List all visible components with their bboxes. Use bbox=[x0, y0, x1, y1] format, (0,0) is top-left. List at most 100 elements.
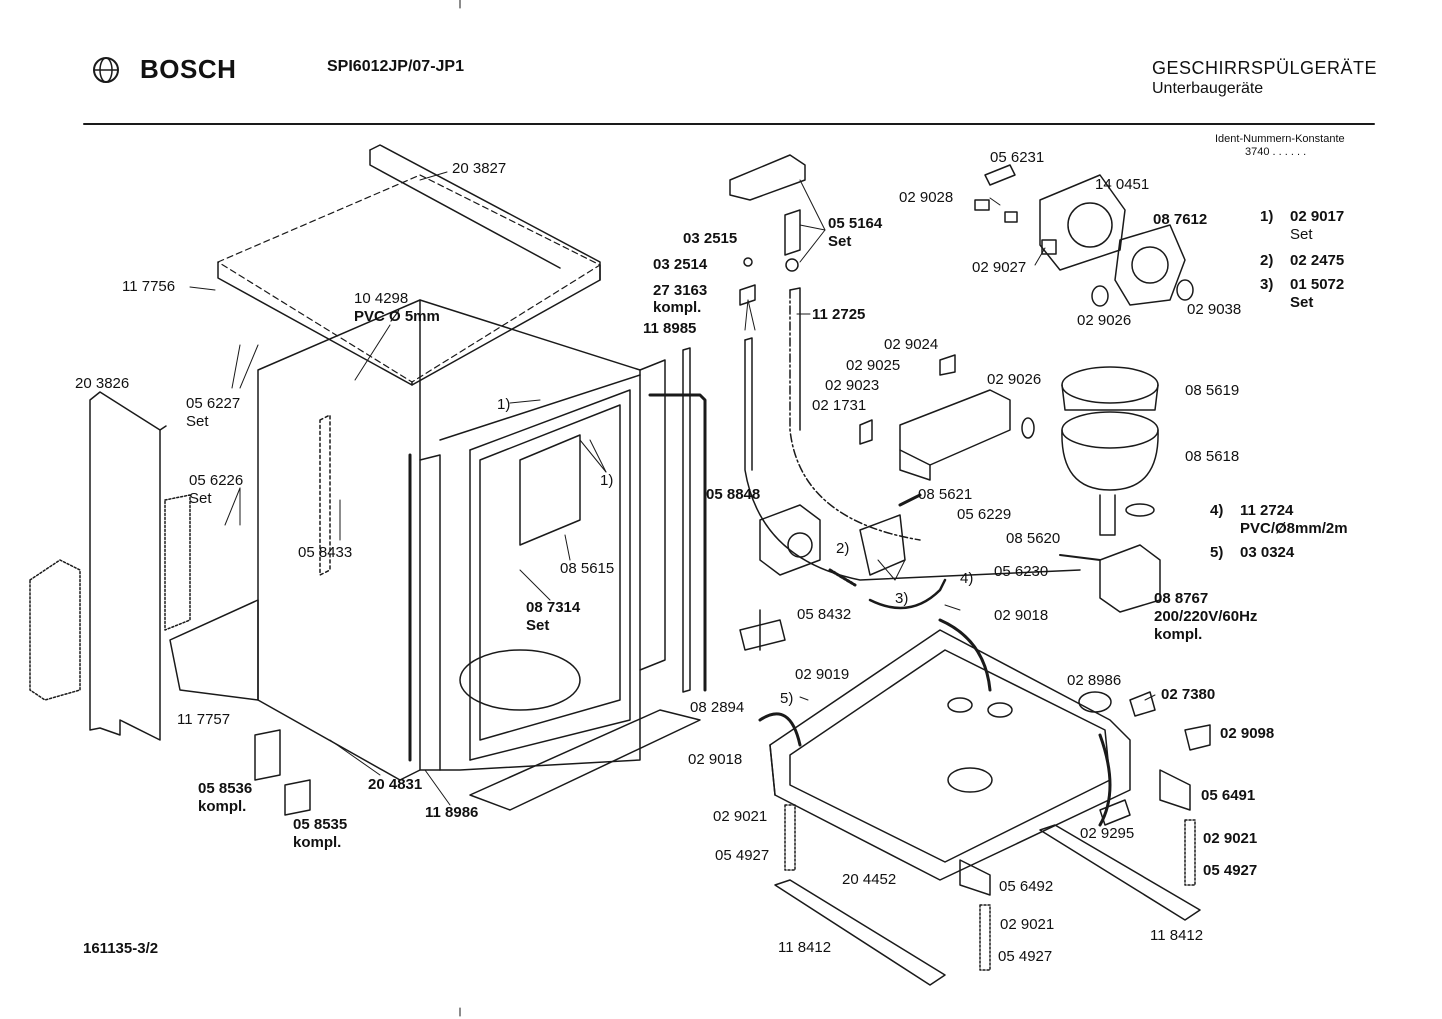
ident-value: 3740 . . . . . . bbox=[1245, 146, 1307, 158]
part-label: 05 6491 bbox=[1201, 787, 1256, 804]
note-extra: Set bbox=[1290, 226, 1313, 243]
part-label: Set bbox=[186, 413, 209, 430]
model-number: SPI6012JP/07-JP1 bbox=[327, 58, 464, 75]
part-label: 02 9026 bbox=[987, 371, 1042, 388]
part-label: 05 4927 bbox=[715, 847, 770, 864]
part-label: 11 8986 bbox=[425, 804, 479, 821]
part-label: 05 8535 bbox=[293, 816, 348, 833]
note-part: 02 2475 bbox=[1290, 252, 1345, 269]
part-label: 02 9098 bbox=[1220, 725, 1275, 742]
part-label: kompl. bbox=[293, 834, 342, 851]
part-label: 08 5615 bbox=[560, 560, 615, 577]
note-part: 01 5072 bbox=[1290, 276, 1345, 293]
heater-valve-unit bbox=[859, 354, 1035, 481]
part-label: 02 9019 bbox=[795, 666, 850, 683]
part-label: 200/220V/60Hz bbox=[1154, 608, 1258, 625]
left-side-panel bbox=[29, 391, 191, 741]
part-label: 05 8432 bbox=[797, 606, 852, 623]
part-label: Set bbox=[189, 490, 212, 507]
note-extra: PVC/Ø8mm/2m bbox=[1240, 520, 1348, 537]
part-label: 02 8986 bbox=[1067, 672, 1122, 689]
part-label: 11 7756 bbox=[122, 278, 176, 295]
tub-body bbox=[169, 299, 666, 781]
part-label: 05 6230 bbox=[994, 563, 1049, 580]
part-label: 08 5620 bbox=[1006, 530, 1061, 547]
part-label: 08 5621 bbox=[918, 486, 973, 503]
note-key: 2) bbox=[1260, 252, 1274, 269]
part-label: 05 8536 bbox=[198, 780, 253, 797]
pump-housing bbox=[974, 164, 1194, 307]
part-label: 5) bbox=[780, 690, 794, 707]
base-frame bbox=[758, 618, 1131, 881]
foot-rail-right bbox=[1039, 824, 1201, 921]
part-label: 02 9026 bbox=[1077, 312, 1132, 329]
brand-name: BOSCH bbox=[140, 54, 237, 84]
part-label: 05 6227 bbox=[186, 395, 241, 412]
part-label: 03 2514 bbox=[653, 256, 708, 273]
part-label: 08 5618 bbox=[1185, 448, 1240, 465]
part-label: 05 4927 bbox=[1203, 862, 1258, 879]
part-label: 08 5619 bbox=[1185, 382, 1240, 399]
part-label: 02 9021 bbox=[1203, 830, 1258, 847]
note-key: 3) bbox=[1260, 276, 1274, 293]
part-label: 02 1731 bbox=[812, 397, 867, 414]
note-part: 02 9017 bbox=[1290, 208, 1345, 225]
part-label: 02 9038 bbox=[1187, 301, 1242, 318]
part-label: 02 9024 bbox=[884, 336, 939, 353]
part-label: 05 6492 bbox=[999, 878, 1054, 895]
part-label: 02 9025 bbox=[846, 357, 901, 374]
part-label: 20 3827 bbox=[452, 160, 507, 177]
part-label: kompl. bbox=[1154, 626, 1203, 643]
part-label: 08 2894 bbox=[690, 699, 745, 716]
part-label: 2) bbox=[836, 540, 850, 557]
foot-rail-left bbox=[774, 879, 946, 986]
part-label: 02 9018 bbox=[688, 751, 743, 768]
part-label: 1) bbox=[600, 472, 614, 489]
part-label: 05 6226 bbox=[189, 472, 244, 489]
part-label: 08 7314 bbox=[526, 599, 581, 616]
part-label: 02 9028 bbox=[899, 189, 954, 206]
part-label: 3) bbox=[895, 590, 909, 607]
part-label: 11 8412 bbox=[1150, 927, 1204, 944]
part-label: 05 8433 bbox=[298, 544, 353, 561]
filter-sump bbox=[1061, 366, 1159, 536]
note-key: 4) bbox=[1210, 502, 1224, 519]
part-label: 02 9027 bbox=[972, 259, 1027, 276]
part-label: 14 0451 bbox=[1095, 176, 1150, 193]
part-label: 02 9295 bbox=[1080, 825, 1135, 842]
part-label: 02 9021 bbox=[713, 808, 768, 825]
part-label: Set bbox=[526, 617, 550, 634]
note-part: 03 0324 bbox=[1240, 544, 1295, 561]
part-label: 08 8767 bbox=[1154, 590, 1209, 607]
part-label: 05 4927 bbox=[998, 948, 1053, 965]
appliance-subcategory: Unterbaugeräte bbox=[1152, 80, 1264, 97]
part-label: 11 7757 bbox=[177, 711, 231, 728]
part-label: 03 2515 bbox=[683, 230, 738, 247]
part-label: 05 6229 bbox=[957, 506, 1012, 523]
part-label: kompl. bbox=[653, 299, 702, 316]
part-label: 27 3163 bbox=[653, 282, 708, 299]
part-label: 20 4452 bbox=[842, 871, 897, 888]
part-label: 05 8848 bbox=[706, 486, 761, 503]
part-label: 20 3826 bbox=[75, 375, 130, 392]
part-label: PVC Ø 5mm bbox=[354, 308, 440, 325]
drain-hose bbox=[744, 339, 1081, 581]
part-label: 02 9023 bbox=[825, 377, 880, 394]
part-label: 11 2725 bbox=[812, 306, 866, 323]
part-label: kompl. bbox=[198, 798, 247, 815]
part-label: 02 9018 bbox=[994, 607, 1049, 624]
appliance-category: GESCHIRRSPÜLGERÄTE bbox=[1152, 58, 1378, 78]
leader-lines bbox=[189, 171, 1156, 806]
note-part: 11 2724 bbox=[1240, 502, 1294, 519]
part-label: 05 5164 bbox=[828, 215, 883, 232]
part-label: 10 4298 bbox=[354, 290, 409, 307]
part-label: 20 4831 bbox=[368, 776, 423, 793]
seal-strip-bottom bbox=[469, 709, 701, 811]
part-label: 11 8985 bbox=[643, 320, 697, 337]
part-label: Set bbox=[828, 233, 852, 250]
part-label: 4) bbox=[960, 570, 974, 587]
screws bbox=[784, 804, 1196, 971]
part-label: 11 8412 bbox=[778, 939, 832, 956]
